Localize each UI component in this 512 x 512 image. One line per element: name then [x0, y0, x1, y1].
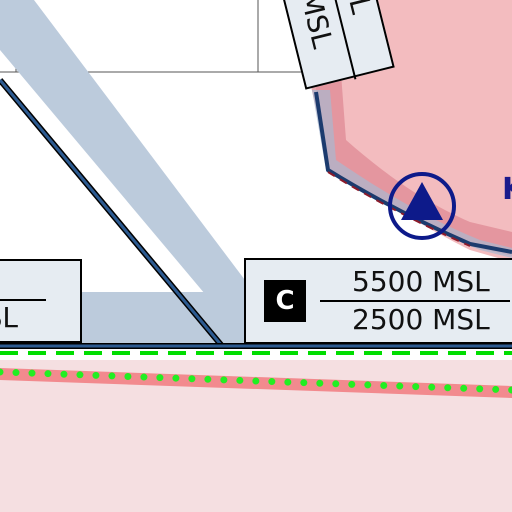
left-altitude-label: SL — [0, 259, 82, 343]
label-divider — [320, 300, 510, 302]
airspace-boundary-dash — [327, 171, 471, 247]
green-dotted-line — [0, 368, 512, 394]
label-divider — [0, 299, 46, 301]
triangle-navaid-icon — [401, 182, 443, 220]
diagonal-boundary-line — [0, 79, 224, 347]
airspace-boundary-line — [314, 91, 512, 254]
top-label-lower: MSL — [293, 0, 340, 52]
airspace-class-badge: C — [264, 280, 306, 322]
edge-label: K — [502, 172, 512, 207]
floor-altitude: 2500 MSL — [352, 303, 490, 336]
class-c-altitude-label: C 5500 MSL 2500 MSL — [244, 258, 512, 344]
top-label-upper: SL — [338, 0, 378, 17]
ceiling-altitude: 5500 MSL — [352, 265, 490, 298]
left-label-lower: SL — [0, 301, 18, 334]
navaid-ring — [388, 172, 456, 240]
diagonal-shade-band — [0, 0, 260, 300]
airspace-blue-shade — [312, 90, 512, 258]
